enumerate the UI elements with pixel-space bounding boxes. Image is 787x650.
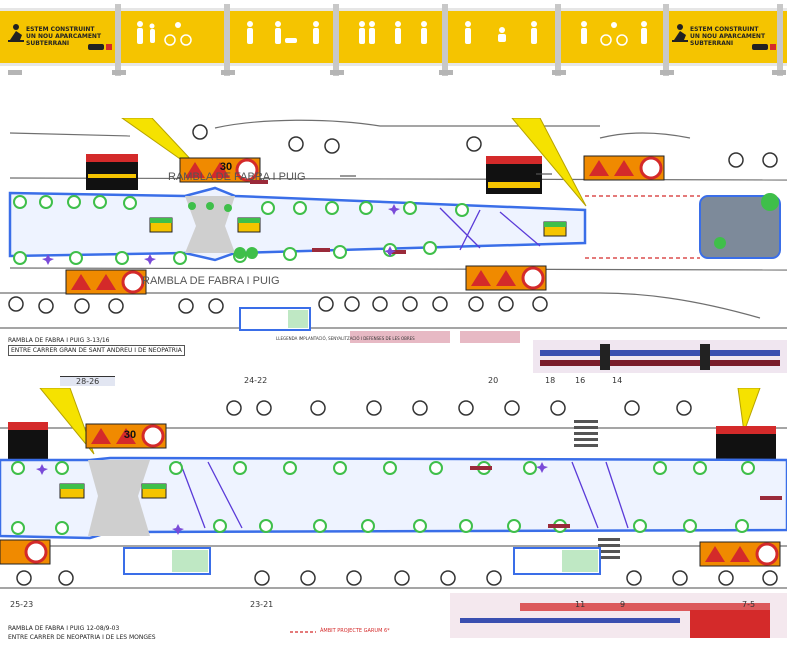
parcel-number: 9 [620, 600, 626, 609]
construction-banner: ESTEM CONSTRUINT UN NOU APARCAMENT SUBTE… [0, 0, 787, 80]
fence-posts [115, 4, 783, 76]
work-zone-outline [0, 456, 787, 540]
scope-line [585, 195, 700, 259]
warning-sign-group [465, 265, 547, 291]
plan-title-line-2: ENTRE CARRER DE NEOPATRIA I DE LES MONGE… [8, 634, 156, 641]
warning-sign-group [179, 157, 261, 183]
banner-svg [0, 4, 787, 76]
parcel-number: 20 [488, 376, 499, 385]
parcel-number: 16 [575, 376, 586, 385]
plan-bottom: 30 RAMBLA DE FABRA I PUIG 12-08/9-03 ENT… [0, 387, 787, 646]
warning-sign-group [699, 541, 781, 567]
streetlight-row [16, 400, 778, 586]
callout-triangle [38, 387, 95, 455]
crossing-area [88, 460, 150, 536]
parked-cars [250, 180, 406, 254]
speed-limit-sign: 30 [124, 429, 136, 441]
banner-text-right: ESTEM CONSTRUINT UN NOU APARCAMENT SUBTE… [690, 26, 765, 47]
banner-top-stripe [0, 8, 787, 11]
plan-title-line-1: RAMBLA DE FABRA I PUIG 12-08/9-03 [8, 625, 120, 632]
bsm-badge [88, 44, 776, 50]
road-lines [0, 119, 787, 329]
scope-legend-label: ÀMBIT PROJECTE GARUM 6* [320, 628, 390, 634]
banner-line-2: UN NOU APARCAMENT [690, 33, 766, 40]
parked-cars [470, 466, 782, 528]
warning-sign-group [0, 539, 51, 565]
crossing-area [185, 196, 235, 253]
plan-bottom-title: RAMBLA DE FABRA I PUIG 12-08/9-03 ENTRE … [8, 624, 156, 642]
star-markers [36, 462, 548, 535]
small-sign [59, 483, 167, 499]
speed-limit-sign: 30 [220, 161, 232, 173]
tree [761, 193, 779, 211]
banner-text-left: ESTEM CONSTRUINT UN NOU APARCAMENT SUBTE… [26, 26, 101, 47]
warning-sign-group [85, 423, 167, 449]
banner-line-3: SUBTERRANI [690, 40, 734, 47]
streetlight-row [8, 124, 778, 314]
parcel-number: 18 [545, 376, 556, 385]
street-label: RAMBLA DE FABRA I PUIG [168, 171, 306, 183]
tree [714, 237, 726, 249]
plan-top-title: RAMBLA DE FABRA I PUIG 3-13/16 ENTRE CAR… [8, 336, 185, 356]
warning-sign-group [583, 155, 665, 181]
buildings [239, 307, 520, 343]
small-sign [149, 217, 567, 237]
info-box [86, 154, 138, 190]
parcel-number: 14 [612, 376, 623, 385]
direction-arrows [340, 173, 552, 177]
banner-background [0, 8, 787, 66]
worker-icon [8, 24, 24, 42]
worker-icon [672, 24, 688, 42]
tree-row [13, 195, 469, 265]
plan-title-line-1: RAMBLA DE FABRA I PUIG 3-13/16 [8, 337, 110, 344]
parcel-number: 11 [575, 600, 586, 609]
callout-triangle [510, 117, 587, 207]
parking-plan-strip [450, 593, 787, 638]
fence-diagonals [439, 207, 541, 251]
parcel-number-row: 28-26 24-22 20 18 16 14 [0, 374, 787, 388]
parcel-number: 24-22 [244, 376, 268, 385]
pedestrian-icons [137, 21, 647, 46]
site-compound [123, 547, 601, 575]
star-markers [42, 204, 400, 265]
plan-bottom-svg: 30 [0, 387, 787, 646]
parcel-number: 7-5 [742, 600, 756, 609]
info-box [486, 156, 542, 194]
banner-line-2: UN NOU APARCAMENT [26, 33, 102, 40]
warning-sign-group [65, 269, 147, 295]
banner-line-3: SUBTERRANI [26, 40, 70, 47]
plan-top-legend: LLEGENDA IMPLANTACIÓ, SENYALITZACIÓ I DE… [276, 336, 415, 341]
banner-bottom-stripe [0, 63, 787, 66]
fence-diagonals [179, 461, 629, 529]
plan-top: RAMBLA DE FABRA I PUIG RAMBLA DE FABRA I… [0, 117, 787, 373]
info-box [8, 422, 776, 464]
tree-cluster [188, 202, 258, 259]
parcel-number: 25-23 [10, 600, 34, 609]
banner-line-1: ESTEM CONSTRUINT [690, 26, 759, 33]
zebra-crossing [574, 420, 620, 559]
banner-line-1: ESTEM CONSTRUINT [26, 26, 95, 33]
street-label: RAMBLA DE FABRA I PUIG [142, 275, 280, 287]
plan-top-svg: RAMBLA DE FABRA I PUIG RAMBLA DE FABRA I… [0, 117, 787, 373]
parking-plan-strip [533, 340, 787, 373]
fence-feet [8, 70, 786, 75]
parcel-number: 23-21 [250, 600, 274, 609]
plan-title-line-2: ENTRE CARRER GRAN DE SANT ANDREU I DE NE… [8, 345, 185, 356]
callout-triangle [737, 387, 761, 433]
parcel-number: 28-26 [60, 376, 116, 386]
